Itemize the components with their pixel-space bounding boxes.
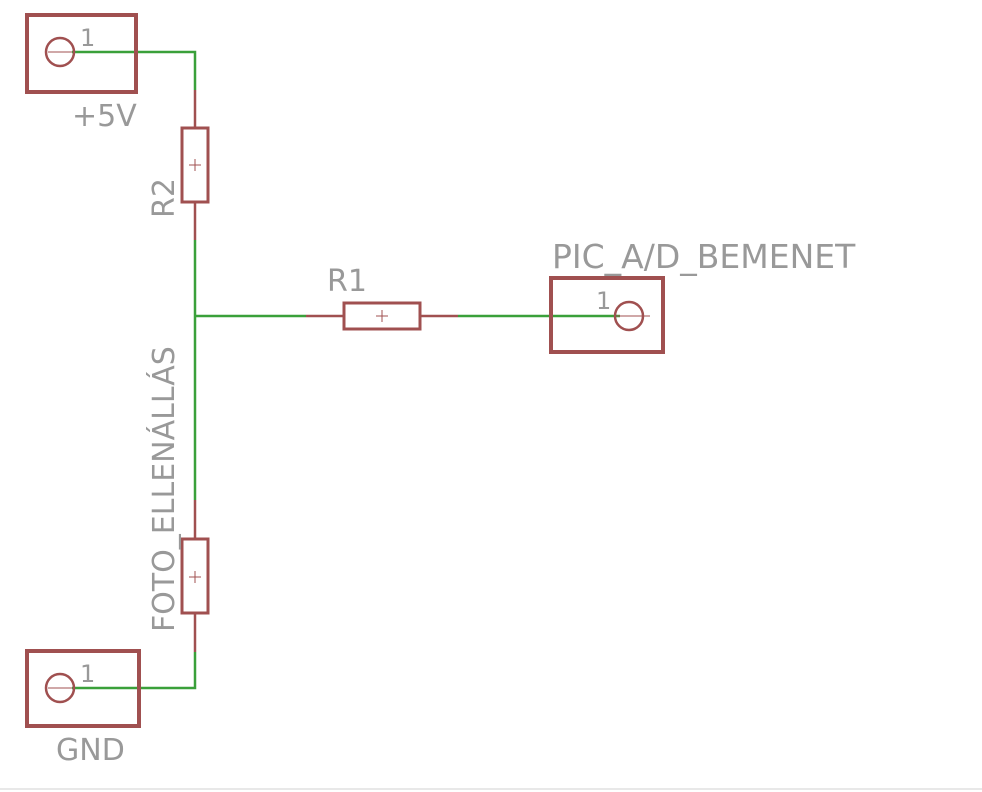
connector-gnd[interactable]: 1 GND: [25, 649, 141, 768]
connector-gnd-body: [25, 649, 141, 728]
resistor-r2-label: R2: [147, 178, 182, 218]
connector-vcc-pin-number: 1: [80, 24, 95, 52]
connector-vcc-label: +5V: [72, 99, 137, 134]
connector-vcc-pad: [44, 36, 76, 68]
resistor-r1[interactable]: R1: [306, 264, 458, 331]
connector-vcc-body: [25, 13, 138, 94]
wire-vcc-to-r2: [72, 50, 197, 90]
connector-gnd-label: GND: [56, 733, 125, 768]
wires: [72, 50, 620, 690]
photoresistor-label: FOTO_ELLENÁLLÁS: [146, 346, 182, 632]
resistor-r2[interactable]: R2: [147, 90, 210, 240]
connector-pic-ad-body: [549, 276, 665, 354]
connector-vcc[interactable]: 1 +5V: [25, 13, 138, 134]
photoresistor[interactable]: FOTO_ELLENÁLLÁS: [146, 346, 210, 652]
connector-pic-ad[interactable]: 1 PIC_A/D_BEMENET: [549, 237, 856, 354]
connector-gnd-pad: [44, 672, 76, 704]
connector-pic-ad-pin-number: 1: [596, 287, 611, 315]
connector-pic-ad-label: PIC_A/D_BEMENET: [552, 237, 856, 276]
wire-photo-to-gnd: [72, 652, 197, 690]
connector-gnd-pin-number: 1: [80, 660, 95, 688]
resistor-r1-label: R1: [327, 264, 367, 299]
